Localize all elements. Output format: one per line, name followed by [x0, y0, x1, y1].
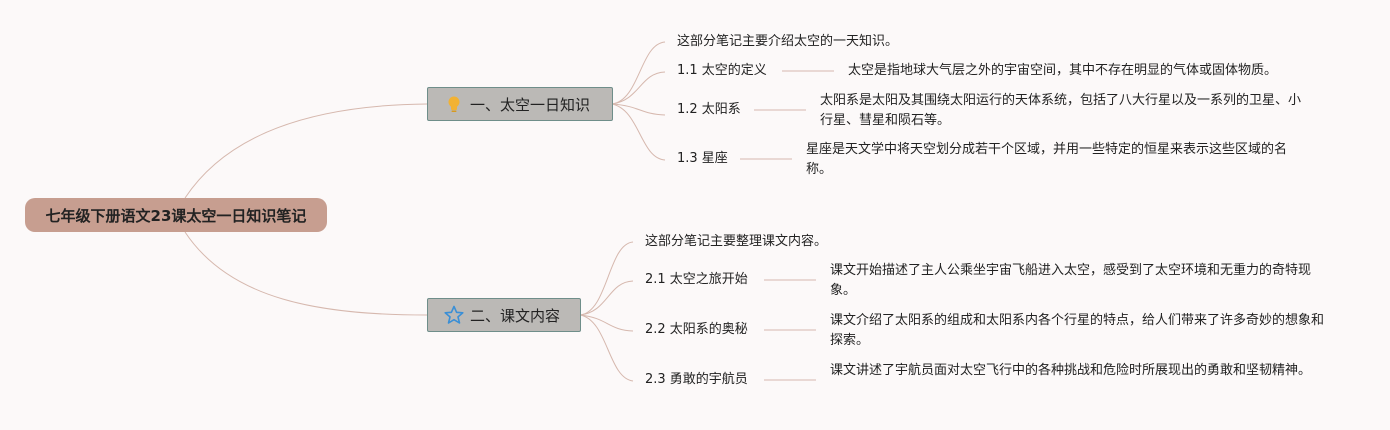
star-icon	[444, 305, 464, 325]
connector-b1-item1	[611, 71, 666, 105]
branch-node-2[interactable]: 二、课文内容	[427, 298, 581, 332]
b1-item-2-label[interactable]: 1.2 太阳系	[677, 102, 741, 117]
b2-item-3-desc: 课文讲述了宇航员面对太空飞行中的各种挑战和危险时所展现出的勇敢和坚韧精神。	[830, 363, 1312, 378]
connector-b2-item2	[579, 314, 634, 332]
connector-b2-item1	[579, 280, 634, 316]
b2-item-2-desc: 课文介绍了太阳系的组成和太阳系内各个行星的特点，给人们带来了许多奇妙的想象和探索…	[830, 313, 1325, 348]
b1-item-1-desc: 太空是指地球大气层之外的宇宙空间，其中不存在明显的气体或固体物质。	[848, 63, 1278, 78]
b2-item-1-desc: 课文开始描述了主人公乘坐宇宙飞船进入太空，感受到了太空环境和无重力的奇特现象。	[830, 263, 1312, 298]
branch-node-1[interactable]: 一、太空一日知识	[427, 87, 613, 121]
root-title: 七年级下册语文23课太空一日知识笔记	[45, 206, 307, 225]
connector-root-branch-1	[184, 103, 428, 199]
branch-2-intro: 这部分笔记主要整理课文内容。	[645, 234, 828, 249]
b1-item-3-desc: 星座是天文学中将天空划分成若干个区域，并用一些特定的恒星来表示这些区域的名称。	[806, 142, 1288, 177]
b2-item-1-label[interactable]: 2.1 太空之旅开始	[645, 272, 748, 287]
connector-b2-item3	[579, 314, 634, 382]
bulb-icon	[444, 94, 464, 114]
root-node[interactable]: 七年级下册语文23课太空一日知识笔记	[25, 198, 327, 232]
b1-item-3-label[interactable]: 1.3 星座	[677, 151, 728, 166]
branch-label-1: 一、太空一日知识	[470, 95, 591, 114]
b2-item-3-label[interactable]: 2.3 勇敢的宇航员	[645, 372, 748, 387]
b1-item-1-label[interactable]: 1.1 太空的定义	[677, 63, 767, 78]
branch-label-2: 二、课文内容	[470, 306, 561, 325]
b2-item-2-label[interactable]: 2.2 太阳系的奥秘	[645, 322, 748, 337]
connector-b1-intro	[611, 41, 666, 105]
connector-b1-item3	[611, 103, 666, 161]
connector-b1-item2	[611, 103, 666, 116]
connector-root-branch-2	[184, 231, 428, 316]
b1-item-2-desc: 太阳系是太阳及其围绕太阳运行的天体系统，包括了八大行星以及一系列的卫星、小行星、…	[820, 93, 1302, 128]
connector-b2-intro	[579, 241, 634, 316]
branch-1-intro: 这部分笔记主要介绍太空的一天知识。	[677, 34, 899, 49]
